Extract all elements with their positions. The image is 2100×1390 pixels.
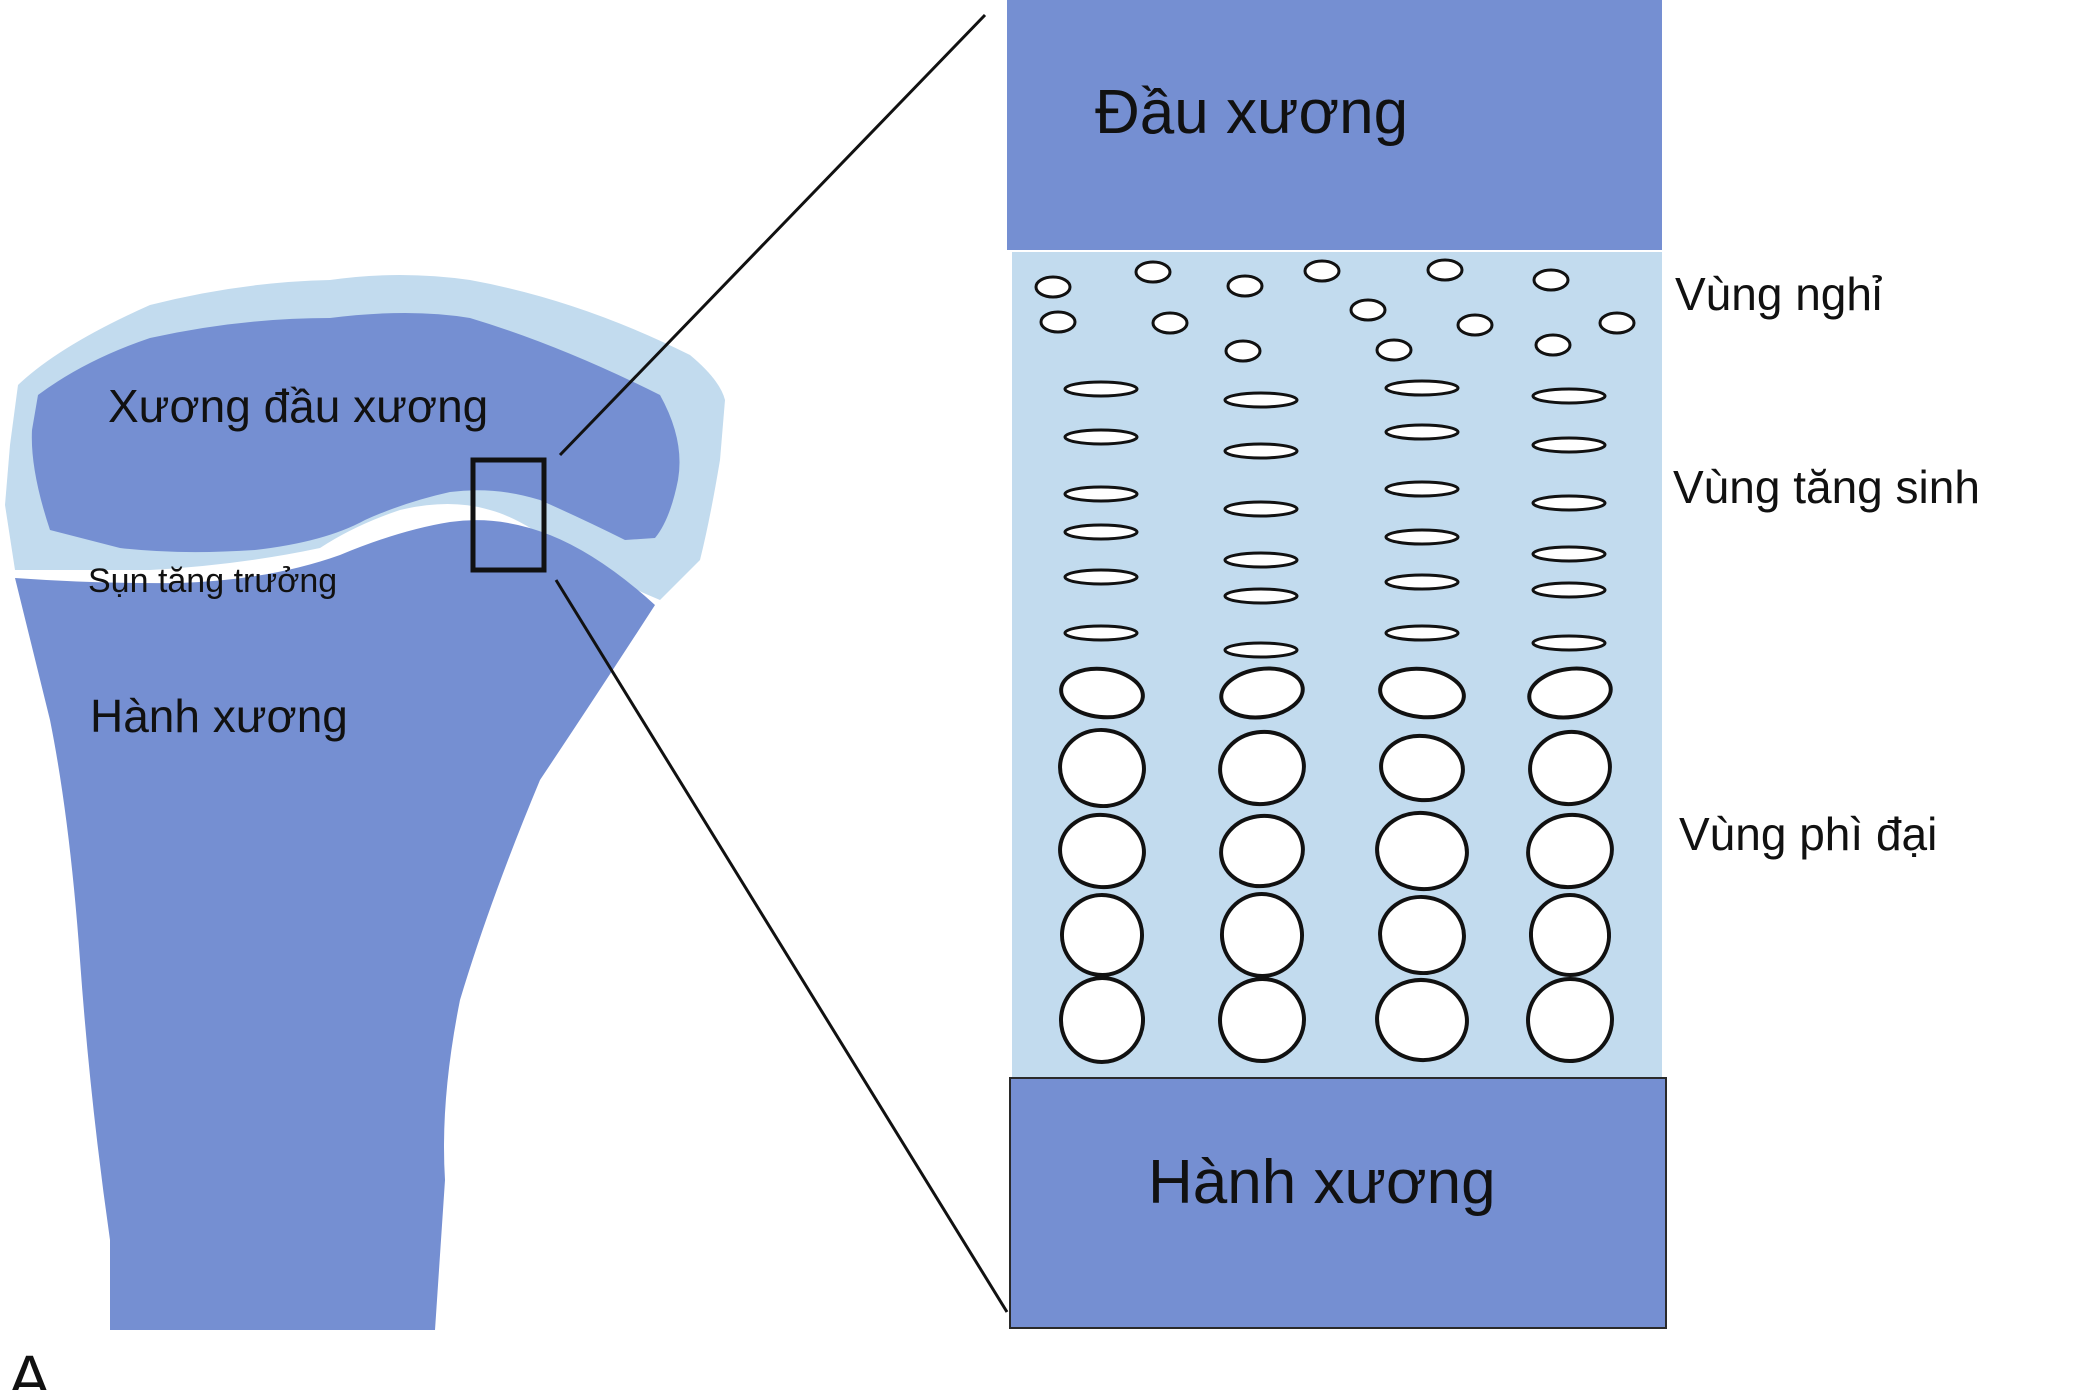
chondrocyte-cells: [1034, 258, 1636, 1064]
proliferative-cell: [1223, 442, 1299, 460]
proliferative-cell: [1531, 545, 1607, 563]
hypertrophic-cell: [1218, 729, 1306, 807]
block-label-metaphysis: Hành xương: [1148, 1148, 1496, 1217]
proliferative-cell: [1384, 379, 1460, 397]
label-epiphysis-bone: Xương đầu xương: [108, 380, 488, 432]
top-epiphysis-block: [1007, 0, 1662, 250]
hypertrophic-cell: [1059, 666, 1145, 720]
hypertrophic-cell: [1218, 976, 1306, 1064]
proliferative-cell: [1223, 500, 1299, 518]
proliferative-cell: [1223, 391, 1299, 409]
hypertrophic-cell: [1219, 892, 1305, 978]
resting-cell: [1426, 258, 1464, 282]
resting-cell: [1349, 298, 1387, 322]
resting-cell: [1534, 333, 1572, 357]
metaphysis-shape: [15, 520, 655, 1330]
hypertrophic-cell: [1527, 666, 1613, 720]
zone-label-hypertrophic: Vùng phì đại: [1679, 808, 1937, 860]
bone-overview: Xương đầu xương Sụn tăng trưởng Hành xươ…: [5, 13, 1009, 1390]
proliferative-cell: [1223, 641, 1299, 659]
proliferative-cell: [1531, 387, 1607, 405]
proliferative-cell: [1531, 494, 1607, 512]
proliferative-cell: [1384, 528, 1460, 546]
resting-cell: [1532, 268, 1570, 292]
proliferative-cell: [1384, 573, 1460, 591]
proliferative-cell: [1063, 428, 1139, 446]
epiphysis-bone-shape: [31, 313, 680, 553]
bottom-metaphysis-block: [1009, 1077, 1667, 1329]
resting-cell: [1134, 260, 1172, 284]
proliferative-cell: [1063, 380, 1139, 398]
hypertrophic-cell: [1378, 666, 1466, 720]
hypertrophic-cell: [1528, 729, 1612, 807]
hypertrophic-cell: [1526, 812, 1614, 890]
panel-letter: A: [8, 1342, 51, 1390]
proliferative-cell: [1063, 624, 1139, 642]
proliferative-cell: [1063, 523, 1139, 541]
proliferative-cell: [1384, 624, 1460, 642]
resting-cell: [1303, 259, 1341, 283]
hypertrophic-cell: [1379, 733, 1465, 803]
hypertrophic-cell: [1528, 893, 1612, 977]
zoom-connector-top: [558, 13, 987, 457]
hypertrophic-cell: [1058, 727, 1146, 809]
label-growth-plate: Sụn tăng trưởng: [88, 562, 337, 600]
resting-cell: [1456, 313, 1494, 337]
hypertrophic-cell: [1375, 977, 1469, 1063]
proliferative-cell: [1384, 480, 1460, 498]
proliferative-cell: [1531, 436, 1607, 454]
hypertrophic-cell: [1219, 813, 1305, 889]
hypertrophic-cell: [1058, 976, 1146, 1064]
block-label-epiphysis: Đầu xương: [1095, 78, 1408, 147]
hypertrophic-cell: [1060, 893, 1144, 977]
resting-cell: [1598, 311, 1636, 335]
hypertrophic-cell: [1058, 812, 1146, 890]
zoom-region-box: [470, 457, 547, 573]
proliferative-cell: [1384, 423, 1460, 441]
proliferative-cell: [1223, 587, 1299, 605]
resting-cell: [1034, 275, 1072, 299]
resting-cell: [1375, 338, 1413, 362]
resting-cell: [1039, 310, 1077, 334]
label-metaphysis: Hành xương: [90, 690, 348, 742]
proliferative-cell: [1531, 581, 1607, 599]
resting-cell: [1224, 339, 1262, 363]
hypertrophic-cell: [1526, 976, 1614, 1064]
proliferative-cell: [1223, 551, 1299, 569]
proliferative-cell: [1063, 485, 1139, 503]
zone-label-proliferative: Vùng tăng sinh: [1673, 461, 1980, 513]
proliferative-cell: [1063, 568, 1139, 586]
zoom-connector-bottom: [554, 579, 1009, 1313]
zone-label-resting: Vùng nghỉ: [1675, 268, 1882, 320]
hypertrophic-cell: [1375, 810, 1469, 892]
hypertrophic-cell: [1219, 666, 1305, 720]
zoom-view: Đầu xương Hành xương Vùng nghỉ Vùng tăng…: [1007, 0, 1980, 1329]
hypertrophic-cell: [1378, 894, 1466, 976]
resting-cell: [1151, 311, 1189, 335]
resting-cell: [1226, 274, 1264, 298]
proliferative-cell: [1531, 634, 1607, 652]
